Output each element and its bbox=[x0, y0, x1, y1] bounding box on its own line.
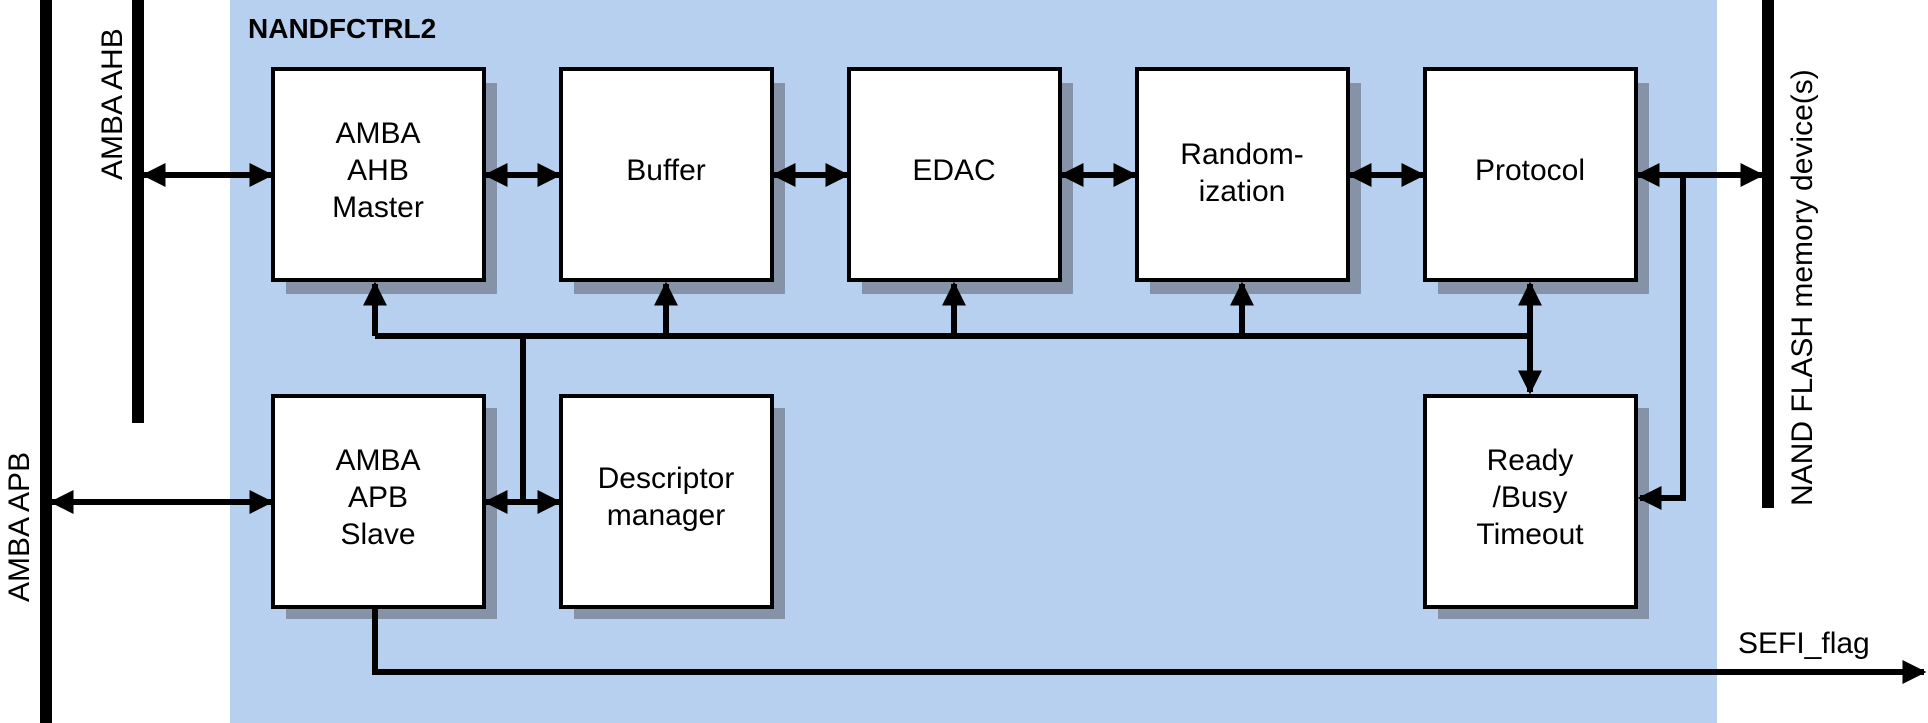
block-ahb-master-line2: AHB bbox=[347, 154, 409, 187]
sefi-flag-label: SEFI_flag bbox=[1738, 627, 1870, 660]
block-randomization-line2: ization bbox=[1199, 175, 1286, 208]
ahb-bus-label: AMBA AHB bbox=[96, 28, 129, 180]
block-protocol: Protocol bbox=[1423, 67, 1638, 282]
block-ahb-master: AMBA AHB Master bbox=[271, 67, 486, 282]
block-apb-slave-line2: APB bbox=[348, 481, 408, 514]
block-descriptor-manager: Descriptor manager bbox=[559, 394, 774, 609]
core-title: NANDFCTRL2 bbox=[248, 13, 436, 44]
arrow-sefi-flag bbox=[372, 607, 1927, 684]
block-ahb-master-line1: AMBA bbox=[335, 117, 420, 150]
block-randomization-line1: Random- bbox=[1180, 138, 1303, 171]
block-ready-busy-timeout: Ready /Busy Timeout bbox=[1423, 394, 1638, 609]
block-ready-busy-line2: /Busy bbox=[1492, 481, 1567, 514]
block-buffer-label: Buffer bbox=[626, 154, 706, 187]
block-apb-slave-line3: Slave bbox=[340, 518, 415, 551]
block-edac: EDAC bbox=[847, 67, 1062, 282]
nand-bus-label: NAND FLASH memory device(s) bbox=[1786, 69, 1819, 506]
block-ready-busy-line1: Ready bbox=[1487, 444, 1574, 477]
apb-bus-label: AMBA APB bbox=[3, 452, 36, 602]
block-descriptor-manager-line2: manager bbox=[607, 499, 725, 532]
block-protocol-label: Protocol bbox=[1475, 154, 1585, 187]
block-descriptor-manager-line1: Descriptor bbox=[598, 462, 735, 495]
block-edac-label: EDAC bbox=[912, 154, 995, 187]
block-buffer: Buffer bbox=[559, 67, 774, 282]
block-apb-slave: AMBA APB Slave bbox=[271, 394, 486, 609]
arrow-nand-to-ready-busy bbox=[1637, 175, 1686, 510]
block-ready-busy-line3: Timeout bbox=[1476, 518, 1584, 551]
block-randomization: Random- ization bbox=[1135, 67, 1350, 282]
block-apb-slave-line1: AMBA bbox=[335, 444, 420, 477]
block-ahb-master-line3: Master bbox=[332, 191, 424, 224]
